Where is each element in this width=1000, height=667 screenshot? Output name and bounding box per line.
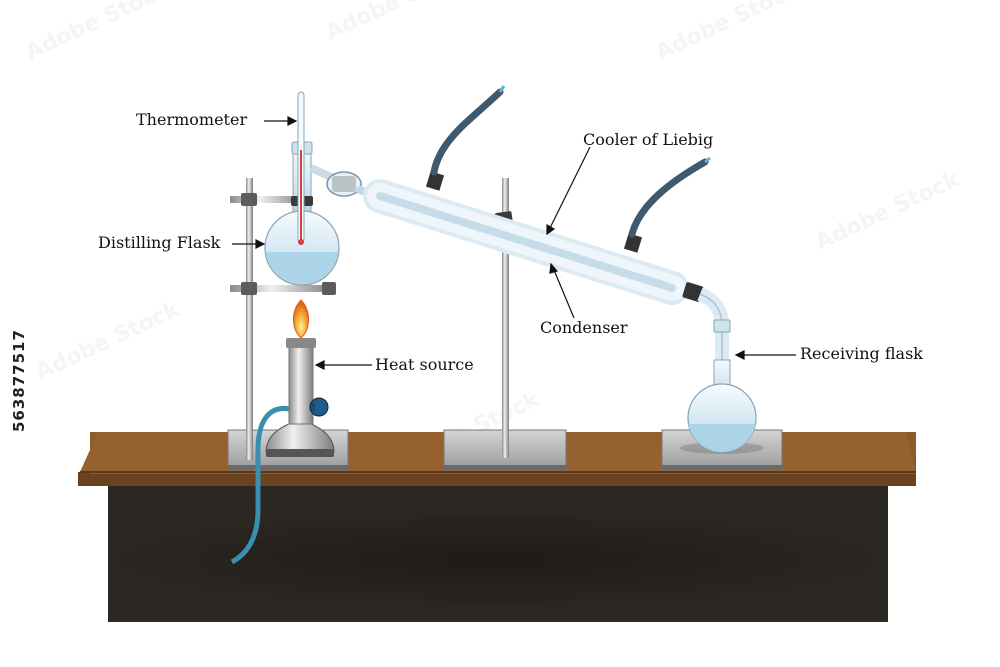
label-distilling-flask: Distilling Flask [98,233,221,252]
arrow-cooler [549,146,591,229]
outlet-adapter [682,282,731,405]
receiving-flask-assembly [661,359,783,471]
label-cooler: Cooler of Liebig [583,130,714,149]
leader-lines [232,116,796,370]
flame-icon [293,299,309,339]
gas-hose [230,405,301,565]
water-hose-outlet [628,158,709,238]
label-condenser: Condenser [540,318,628,337]
arrow-condenser [553,269,575,319]
table-top-edge [78,472,916,486]
svg-text:Adobe Stock: Adobe Stock [32,297,185,386]
clamp-upper [230,196,305,203]
clamp-lower [230,285,334,292]
svg-text:Adobe Stock: Adobe Stock [22,0,175,65]
label-receiving-flask: Receiving flask [800,344,923,363]
stand-rod-left [246,178,253,460]
bunsen-burner-icon [265,338,335,457]
stand-rod-middle [502,178,509,458]
water-hose-inlet [430,88,504,176]
svg-text:Adobe Stock: Adobe Stock [652,0,805,65]
table-body-shadow [118,515,878,605]
thermometer-icon [297,91,305,245]
svg-text:Adobe Stock: Adobe Stock [812,167,965,256]
label-thermometer: Thermometer [136,110,248,129]
svg-text:Adobe Stock: Adobe Stock [322,0,475,45]
label-heat-source: Heat source [375,355,474,374]
stock-id: 563877517 [10,329,28,432]
gas-valve-knob [309,397,329,417]
adapter-joint [326,171,362,197]
liebig-condenser [356,171,704,305]
